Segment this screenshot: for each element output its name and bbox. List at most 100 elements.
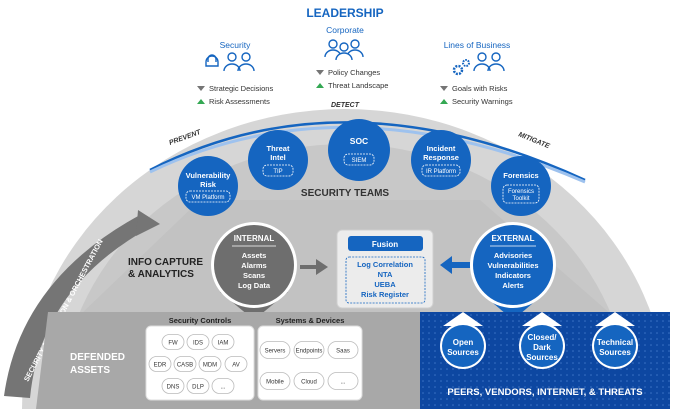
source-technical-line2: Sources	[599, 348, 631, 357]
ir-line1: Incident	[427, 144, 456, 153]
security-people-icon	[205, 52, 255, 72]
gears-people-icon	[452, 52, 505, 76]
soc-circle	[328, 119, 390, 181]
ir-line2: Response	[423, 153, 459, 162]
corporate-down-text: Policy Changes	[328, 68, 380, 77]
fusion-item: Risk Register	[361, 290, 409, 299]
controls-title: Security Controls	[169, 316, 232, 325]
soc-tool: SIEM	[352, 158, 367, 164]
control-item: IAM	[218, 340, 229, 346]
corporate-people-icon	[324, 39, 364, 61]
lob-up-text: Security Warnings	[452, 97, 513, 106]
source-closed-line1: Closed/	[528, 333, 558, 342]
external-title: EXTERNAL	[491, 234, 534, 243]
lob-down-text: Goals with Risks	[452, 84, 508, 93]
mitigate-label: MITIGATE	[517, 131, 550, 150]
control-item: MDM	[203, 362, 217, 368]
info-capture-line1: INFO CAPTURE	[128, 257, 203, 268]
control-item: DNS	[167, 384, 180, 390]
source-technical-line1: Technical	[597, 338, 633, 347]
control-item-pill	[161, 334, 185, 350]
system-item-pill	[327, 341, 359, 359]
defended-line2: ASSETS	[70, 365, 110, 376]
control-item: EDR	[154, 362, 167, 368]
system-item: ...	[340, 379, 345, 385]
fusion-title: Fusion	[372, 240, 398, 249]
control-item-pill	[211, 334, 235, 350]
leadership-title: LEADERSHIP	[306, 6, 383, 20]
security-teams-label: SECURITY TEAMS	[301, 188, 389, 199]
increase-triangle-icon	[440, 99, 448, 104]
control-item-pill	[186, 334, 210, 350]
source-open: Open Sources	[440, 312, 486, 369]
control-item: ...	[220, 384, 225, 390]
decrease-triangle-icon	[197, 86, 205, 91]
soc-line1: SOC	[350, 136, 368, 146]
system-item-pill	[327, 372, 359, 390]
control-item: IDS	[193, 340, 203, 346]
ir-tool: IR Platform	[426, 169, 456, 175]
external-to-fusion-arrow	[440, 256, 470, 274]
systems-panel: Systems & Devices Servers Endpoints SaasMo…	[257, 316, 363, 401]
system-item: Saas	[336, 348, 350, 354]
intel-line1: Threat	[267, 144, 290, 153]
control-item-pill	[173, 356, 197, 372]
fusion-item: Log Correlation	[357, 260, 413, 269]
security-group-title: Security	[220, 40, 251, 50]
fusion-item: NTA	[378, 270, 393, 279]
team-incident-response: Incident Response IR Platform	[411, 130, 471, 190]
intel-line2: Intel	[270, 153, 285, 162]
source-open-line2: Sources	[447, 348, 479, 357]
threat-intel-circle	[248, 130, 308, 190]
system-item: Mobile	[266, 379, 284, 385]
external-item: Alerts	[502, 281, 523, 290]
vulnerability-circle	[178, 156, 238, 216]
corporate-group-title: Corporate	[326, 25, 364, 35]
control-item: DLP	[192, 384, 204, 390]
system-item-pill	[259, 372, 291, 390]
internal-item: Alarms	[241, 261, 266, 270]
system-item: Cloud	[301, 379, 317, 385]
corporate-up-text: Threat Landscape	[328, 81, 388, 90]
system-item: Servers	[265, 348, 286, 354]
automation-band	[4, 215, 150, 398]
decrease-triangle-icon	[316, 70, 324, 75]
internal-item: Log Data	[238, 281, 271, 290]
incident-circle	[411, 130, 471, 190]
forensics-line1: Forensics	[503, 171, 538, 180]
defended-line1: DEFENDED	[70, 352, 125, 363]
external-item: Vulnerabilities	[488, 261, 539, 270]
source-closed: Closed/ Dark Sources	[519, 312, 565, 369]
team-threat-intel: Threat Intel TIP	[248, 130, 308, 190]
vuln-line1: Vulnerability	[186, 171, 232, 180]
control-item: CASB	[177, 362, 193, 368]
lob-group-title: Lines of Business	[444, 40, 511, 50]
control-item-pill	[148, 356, 172, 372]
forensics-circle	[491, 156, 551, 216]
security-down-text: Strategic Decisions	[209, 84, 273, 93]
team-forensics: Forensics Forensics Toolkit	[491, 156, 551, 216]
control-item-pill	[198, 356, 222, 372]
system-item-pill	[293, 372, 325, 390]
vuln-tool: VM Platform	[191, 195, 224, 201]
automation-arrow-head	[136, 210, 160, 236]
internal-node: INTERNAL Assets Alarms Scans Log Data	[211, 222, 297, 320]
control-item: FW	[168, 340, 178, 346]
internal-title: INTERNAL	[234, 234, 275, 243]
system-item: Endpoints	[296, 348, 323, 354]
system-item-pill	[259, 341, 291, 359]
external-item: Advisories	[494, 251, 532, 260]
decrease-triangle-icon	[440, 86, 448, 91]
team-soc: SOC SIEM	[328, 119, 390, 181]
increase-triangle-icon	[197, 99, 205, 104]
external-item: Indicators	[495, 271, 531, 280]
systems-title: Systems & Devices	[276, 316, 345, 325]
detect-label: DETECT	[331, 102, 360, 109]
intel-tool: TIP	[273, 169, 282, 175]
vuln-line2: Risk	[200, 180, 217, 189]
source-open-line1: Open	[453, 338, 474, 347]
source-closed-line3: Sources	[526, 353, 558, 362]
